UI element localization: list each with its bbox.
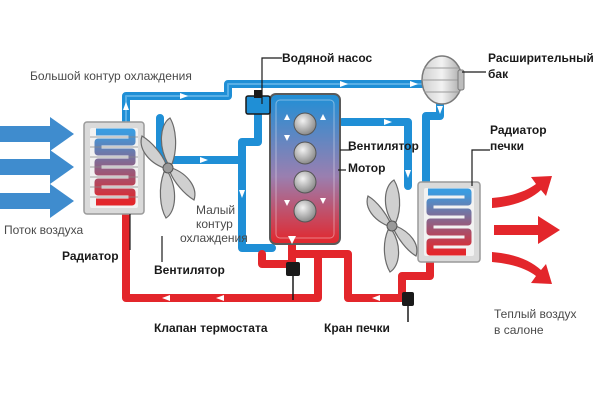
label-heater-valve: Кран печки (324, 321, 390, 335)
label-fan-right: Вентилятор (348, 139, 419, 153)
label-expansion-tank-2: бак (488, 67, 509, 81)
label-small-circuit-2: контур (196, 217, 233, 231)
label-heater-radiator-2: печки (490, 139, 524, 153)
flow-arrows (123, 81, 443, 301)
warm-air-outflow-arrows (492, 176, 560, 284)
label-warm-air-2: в салоне (494, 323, 544, 337)
label-large-circuit: Большой контур охлаждения (30, 69, 192, 83)
fan-icon (140, 117, 196, 219)
label-heater-radiator-1: Радиатор (490, 123, 547, 137)
label-warm-air-1: Теплый воздух (494, 307, 577, 321)
water-pump-icon (245, 90, 271, 115)
label-water-pump: Водяной насос (282, 51, 373, 65)
label-fan-left: Вентилятор (154, 263, 225, 277)
label-expansion-tank-1: Расширительный (488, 51, 594, 65)
label-small-circuit-1: Малый (196, 203, 235, 217)
label-small-circuit-3: охлаждения (180, 231, 248, 245)
label-radiator: Радиатор (62, 249, 119, 263)
valve-icon (402, 292, 414, 322)
expansion-tank-icon (421, 55, 465, 105)
radiator-left (83, 121, 145, 215)
label-motor: Мотор (348, 161, 385, 175)
air-inflow-arrows (0, 117, 74, 218)
label-air-flow: Поток воздуха (4, 223, 84, 237)
valve-icon (286, 262, 300, 300)
engine-block-icon (269, 93, 341, 245)
label-thermostat-valve: Клапан термостата (154, 321, 268, 335)
fan-icon (366, 179, 418, 273)
leader-lines (129, 57, 490, 262)
heater-radiator (417, 181, 481, 263)
